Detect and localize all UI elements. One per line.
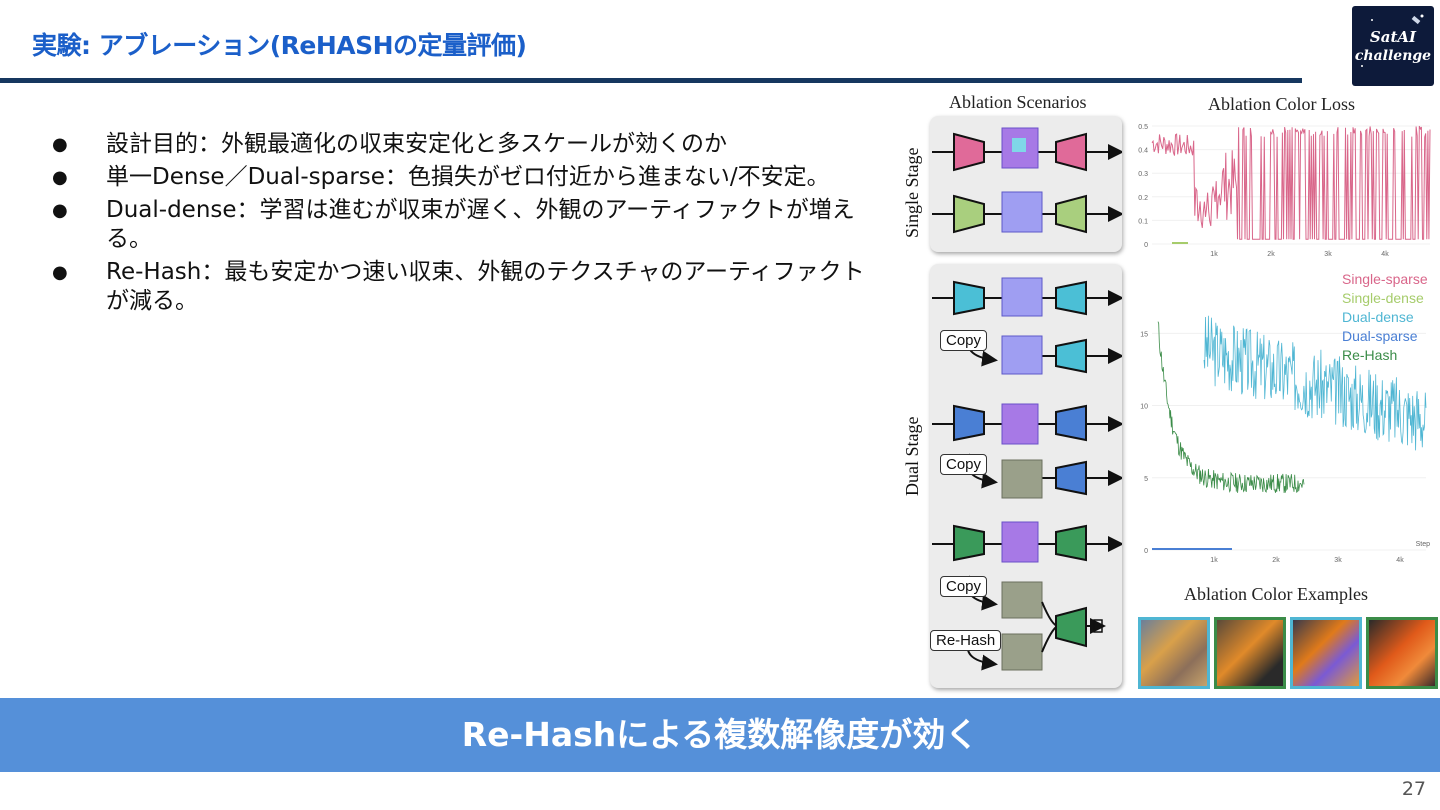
logo: SatAI challenge bbox=[1352, 6, 1434, 86]
y-tick-label: 15 bbox=[1140, 331, 1148, 338]
logo-text-1: SatAI bbox=[1369, 28, 1417, 46]
examples-title: Ablation Color Examples bbox=[1184, 584, 1368, 604]
page-title: 実験: アブレーション(ReHASHの定量評価) bbox=[32, 31, 527, 60]
y-tick-label: 0 bbox=[1144, 548, 1148, 555]
x-tick-label: 1k bbox=[1210, 251, 1218, 258]
y-tick-label: 0.1 bbox=[1138, 218, 1148, 225]
y-tick-label: 0 bbox=[1144, 242, 1148, 249]
series-single-sparse bbox=[1151, 125, 1431, 240]
example-image-re-hash-2 bbox=[1366, 617, 1438, 689]
y-tick-label: 0.2 bbox=[1138, 195, 1148, 202]
x-tick-label: 1k bbox=[1210, 557, 1218, 564]
y-tick-label: 0.5 bbox=[1138, 124, 1148, 131]
conclusion-text: Re-Hashによる複数解像度が効く bbox=[461, 715, 979, 754]
x-tick-label: 2k bbox=[1272, 557, 1280, 564]
y-tick-label: 10 bbox=[1140, 404, 1148, 411]
example-image-dual-dense bbox=[1138, 617, 1210, 689]
rehash-label: Re-Hash bbox=[930, 630, 1002, 651]
bullet-item: 設計目的：外観最適化の収束安定化と多スケールが効くのか bbox=[52, 130, 872, 159]
x-tick-label: 2k bbox=[1267, 251, 1275, 258]
x-axis-label: Step bbox=[1416, 541, 1431, 548]
copy-label: Copy bbox=[940, 330, 988, 351]
x-tick-label: 4k bbox=[1396, 557, 1404, 564]
x-tick-label: 4k bbox=[1381, 251, 1389, 258]
bullet-item: 単一Dense／Dual-sparse：色損失がゼロ付近から進まない/不安定。 bbox=[52, 163, 872, 192]
single-stage-box bbox=[930, 116, 1124, 252]
loss-title: Ablation Color Loss bbox=[1208, 94, 1355, 114]
x-tick-label: 3k bbox=[1334, 557, 1342, 564]
legend-single-sparse: Single-sparse bbox=[1342, 271, 1428, 287]
example-image-dual-dense-2 bbox=[1290, 617, 1362, 689]
single-stage-diagram bbox=[932, 127, 1124, 234]
legend-single-dense: Single-dense bbox=[1342, 290, 1424, 306]
legend-re-hash: Re-Hash bbox=[1342, 347, 1398, 363]
bullet-item: Re-Hash：最も安定かつ速い収束、外観のテクスチャのアーティファクトが減る。 bbox=[52, 258, 872, 316]
bullet-list: 設計目的：外観最適化の収束安定化と多スケールが効くのか 単一Dense／Dual… bbox=[52, 130, 872, 320]
y-tick-label: 0.3 bbox=[1138, 171, 1148, 178]
legend-dual-dense: Dual-dense bbox=[1342, 309, 1414, 325]
copy-label: Copy bbox=[940, 576, 988, 597]
loss-chart-bottom: 0 5 10 15 1k 2k 3k 4k Step bbox=[1140, 315, 1431, 564]
y-tick-label: 0.4 bbox=[1138, 148, 1148, 155]
dual-stage-diagram bbox=[932, 277, 1124, 671]
series-dual-dense bbox=[1203, 315, 1427, 451]
header-rule bbox=[0, 78, 1302, 83]
loss-chart-top: 0 0.1 0.2 0.3 0.4 0.5 1k 2k 3k 4k bbox=[1138, 124, 1431, 258]
y-tick-label: 5 bbox=[1144, 476, 1148, 483]
dual-stage-label: Dual Stage bbox=[902, 416, 922, 496]
conclusion-banner bbox=[0, 698, 1440, 772]
series-re-hash bbox=[1157, 321, 1305, 494]
copy-label: Copy bbox=[940, 454, 988, 475]
bullet-item: Dual-dense：学習は進むが収束が遅く、外観のアーティファクトが増える。 bbox=[52, 196, 872, 254]
satellite-icon bbox=[1361, 14, 1424, 67]
logo-text-2: challenge bbox=[1354, 48, 1432, 64]
x-tick-label: 3k bbox=[1324, 251, 1332, 258]
scenarios-title: Ablation Scenarios bbox=[949, 92, 1087, 112]
example-image-re-hash bbox=[1214, 617, 1286, 689]
legend-dual-sparse: Dual-sparse bbox=[1342, 328, 1418, 344]
chart-legend: Single-sparse Single-dense Dual-dense Du… bbox=[1342, 270, 1428, 365]
page-number: 27 bbox=[1401, 778, 1426, 800]
single-stage-label: Single Stage bbox=[902, 147, 922, 239]
dual-stage-box bbox=[930, 264, 1124, 688]
